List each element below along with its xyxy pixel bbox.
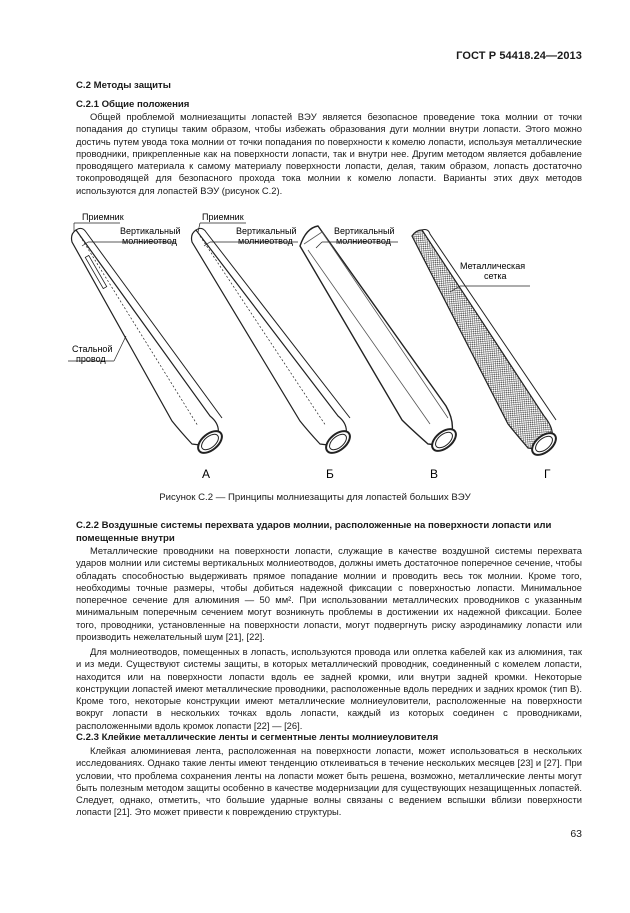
letter-a: А xyxy=(202,467,210,481)
label-mesh-1: Металлическая xyxy=(460,261,525,271)
blade-a xyxy=(70,227,223,454)
label-vertical-v-2: молниеотвод xyxy=(336,236,392,246)
letter-v: В xyxy=(430,467,438,481)
label-receiver-a: Приемник xyxy=(82,212,124,222)
blade-g xyxy=(411,229,557,456)
document-header: ГОСТ Р 54418.24—2013 xyxy=(456,50,582,62)
label-steel-2: провод xyxy=(76,354,106,364)
page-number: 63 xyxy=(570,828,582,840)
label-vertical-b-2: молниеотвод xyxy=(238,236,294,246)
label-steel-1: Стальной xyxy=(72,344,112,354)
section-heading-c23: С.2.3 Клейкие металлические ленты и сегм… xyxy=(76,732,439,743)
label-vertical-b-1: Вертикальный xyxy=(236,226,297,236)
paragraph-c23: Клейкая алюминиевая лента, расположенная… xyxy=(76,745,582,818)
section-heading-c2: С.2 Методы защиты xyxy=(76,80,171,91)
figure-c2: Приемник Вертикальный молниеотвод Приемн… xyxy=(60,206,580,488)
label-mesh-2: сетка xyxy=(484,271,506,281)
leader-lines xyxy=(68,222,530,362)
section-heading-c21: С.2.1 Общие положения xyxy=(76,99,190,110)
paragraph-c22-1: Металлические проводники на поверхности … xyxy=(76,545,582,643)
figure-caption: Рисунок С.2 — Принципы молниезащиты для … xyxy=(159,492,471,503)
letter-g: Г xyxy=(544,467,551,481)
blade-b xyxy=(190,227,351,454)
section-heading-c22: С.2.2 Воздушные системы перехвата ударов… xyxy=(76,520,552,544)
blade-v xyxy=(299,225,457,452)
label-vertical-a-1: Вертикальный xyxy=(120,226,181,236)
paragraph-c22-2: Для молниеотводов, помещенных в лопасть,… xyxy=(76,646,582,731)
letter-b: Б xyxy=(326,467,334,481)
blade-diagram: Приемник Вертикальный молниеотвод Приемн… xyxy=(68,212,557,481)
label-vertical-a-2: молниеотвод xyxy=(122,236,178,246)
label-receiver-b: Приемник xyxy=(202,212,244,222)
label-vertical-v-1: Вертикальный xyxy=(334,226,395,236)
paragraph-c21: Общей проблемой молниезащиты лопастей ВЭ… xyxy=(76,111,582,196)
